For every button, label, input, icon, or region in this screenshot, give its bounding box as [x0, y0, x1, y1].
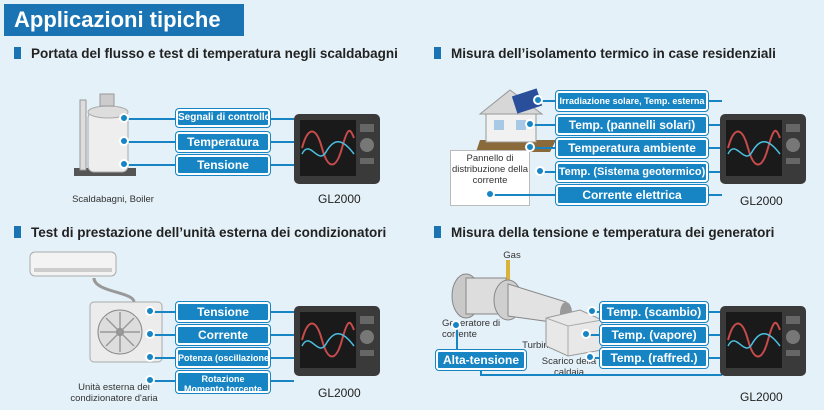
gl2000-device-icon: [294, 114, 380, 184]
page-title: Applicazioni tipiche: [4, 4, 244, 36]
label-corrente: Corrente: [176, 325, 270, 345]
connector-line: [540, 171, 556, 173]
connector-line: [124, 164, 176, 166]
house-illustration: [476, 88, 556, 152]
connector-line: [480, 370, 482, 376]
connector-line: [590, 357, 600, 359]
connector-line: [270, 141, 294, 143]
connector-line: [456, 325, 458, 359]
connector-dot: [119, 136, 129, 146]
connector-line: [530, 124, 556, 126]
connector-line: [538, 100, 556, 102]
connector-line: [480, 374, 526, 376]
label-momento: Momento torcente: [183, 384, 262, 393]
section-marker: [434, 47, 441, 59]
gl2000-device-icon: [720, 114, 806, 184]
label-temp-pannelli: Temp. (pannelli solari): [556, 115, 708, 135]
connector-dot: [585, 352, 595, 362]
connector-line: [586, 334, 600, 336]
connector-line: [150, 311, 176, 313]
connector-line: [270, 357, 294, 359]
connector-dot: [145, 329, 155, 339]
label-tensione: Tensione: [176, 155, 270, 175]
connector-line: [708, 124, 722, 126]
connector-line: [150, 334, 176, 336]
section-title-aircon: Test di prestazione dell’unità esterna d…: [14, 225, 386, 240]
device-label: GL2000: [740, 390, 783, 404]
section-title-generator: Misura della tensione e temperatura dei …: [434, 225, 774, 240]
section-title-house: Misura dell’isolamento termico in case r…: [434, 46, 776, 61]
connector-line: [708, 194, 722, 196]
connector-line: [708, 171, 722, 173]
device-label: GL2000: [740, 194, 783, 208]
gas-caption: Gas: [503, 250, 521, 261]
connector-dot: [145, 352, 155, 362]
label-rotazione: Rotazione: [201, 374, 245, 384]
section-title-text: Portata del flusso e test di temperatura…: [31, 46, 398, 61]
connector-line: [270, 334, 294, 336]
gl2000-device-icon: [720, 306, 806, 376]
connector-dot: [525, 119, 535, 129]
section-marker: [14, 226, 21, 238]
label-temperatura-ambiente: Temperatura ambiente: [556, 138, 708, 158]
boiler-exhaust-caption: Scarico della caldaia: [541, 356, 597, 378]
connector-line: [270, 164, 294, 166]
connector-line: [270, 380, 294, 382]
label-alta-tensione: Alta-tensione: [436, 350, 526, 370]
label-potenza: Potenza (oscillazione): [176, 348, 270, 368]
boiler-caption: Scaldabagni, Boiler: [72, 194, 154, 205]
connector-line: [708, 147, 722, 149]
aircon-illustration: [29, 251, 163, 363]
connector-line: [490, 194, 556, 196]
label-irradiazione: Irradiazione solare, Temp. esterna: [556, 91, 708, 111]
connector-line: [708, 357, 722, 359]
connector-line: [150, 357, 176, 359]
connector-line: [526, 374, 722, 376]
label-tensione: Tensione: [176, 302, 270, 322]
boiler-illustration: [74, 93, 136, 176]
connector-dot: [587, 306, 597, 316]
connector-line: [150, 380, 176, 382]
label-rotazione-momento: Rotazione Momento torcente: [176, 371, 270, 393]
connector-dot: [533, 95, 543, 105]
label-temp-scambio: Temp. (scambio): [600, 302, 708, 322]
label-temp-raffred: Temp. (raffred.): [600, 348, 708, 368]
connector-line: [270, 311, 294, 313]
section-title-text: Misura dell’isolamento termico in case r…: [451, 46, 776, 61]
connector-dot: [145, 375, 155, 385]
connector-line: [270, 118, 294, 120]
connector-line: [124, 118, 176, 120]
label-segnali-controllo: Segnali di controllo: [176, 109, 270, 127]
label-temperatura: Temperatura: [176, 132, 270, 152]
connector-dot: [119, 113, 129, 123]
connector-dot: [451, 320, 461, 330]
connector-line: [530, 147, 556, 149]
connector-dot: [581, 329, 591, 339]
connector-dot: [145, 306, 155, 316]
label-temp-geotermico: Temp. (Sistema geotermico): [556, 162, 708, 182]
connector-dot: [535, 166, 545, 176]
connector-line: [124, 141, 176, 143]
panel-caption: Pannello di distribuzione della corrente: [451, 153, 529, 186]
section-title-text: Test di prestazione dell’unità esterna d…: [31, 225, 387, 240]
connector-line: [708, 100, 722, 102]
section-marker: [14, 47, 21, 59]
section-title-boiler: Portata del flusso e test di temperatura…: [14, 46, 398, 61]
aircon-caption: Unità esterna del condizionatore d'aria: [70, 382, 158, 404]
connector-line: [708, 311, 722, 313]
connector-line: [708, 334, 722, 336]
label-corrente-elettrica: Corrente elettrica: [556, 185, 708, 205]
section-marker: [434, 226, 441, 238]
connector-dot: [525, 142, 535, 152]
connector-dot: [119, 159, 129, 169]
gl2000-device-icon: [294, 306, 380, 376]
device-label: GL2000: [318, 192, 361, 206]
connector-dot: [485, 189, 495, 199]
generator-illustration: [451, 260, 572, 325]
device-label: GL2000: [318, 386, 361, 400]
label-temp-vapore: Temp. (vapore): [600, 325, 708, 345]
section-title-text: Misura della tensione e temperatura dei …: [451, 225, 775, 240]
generator-caption: Generatore di corrente: [442, 318, 501, 340]
